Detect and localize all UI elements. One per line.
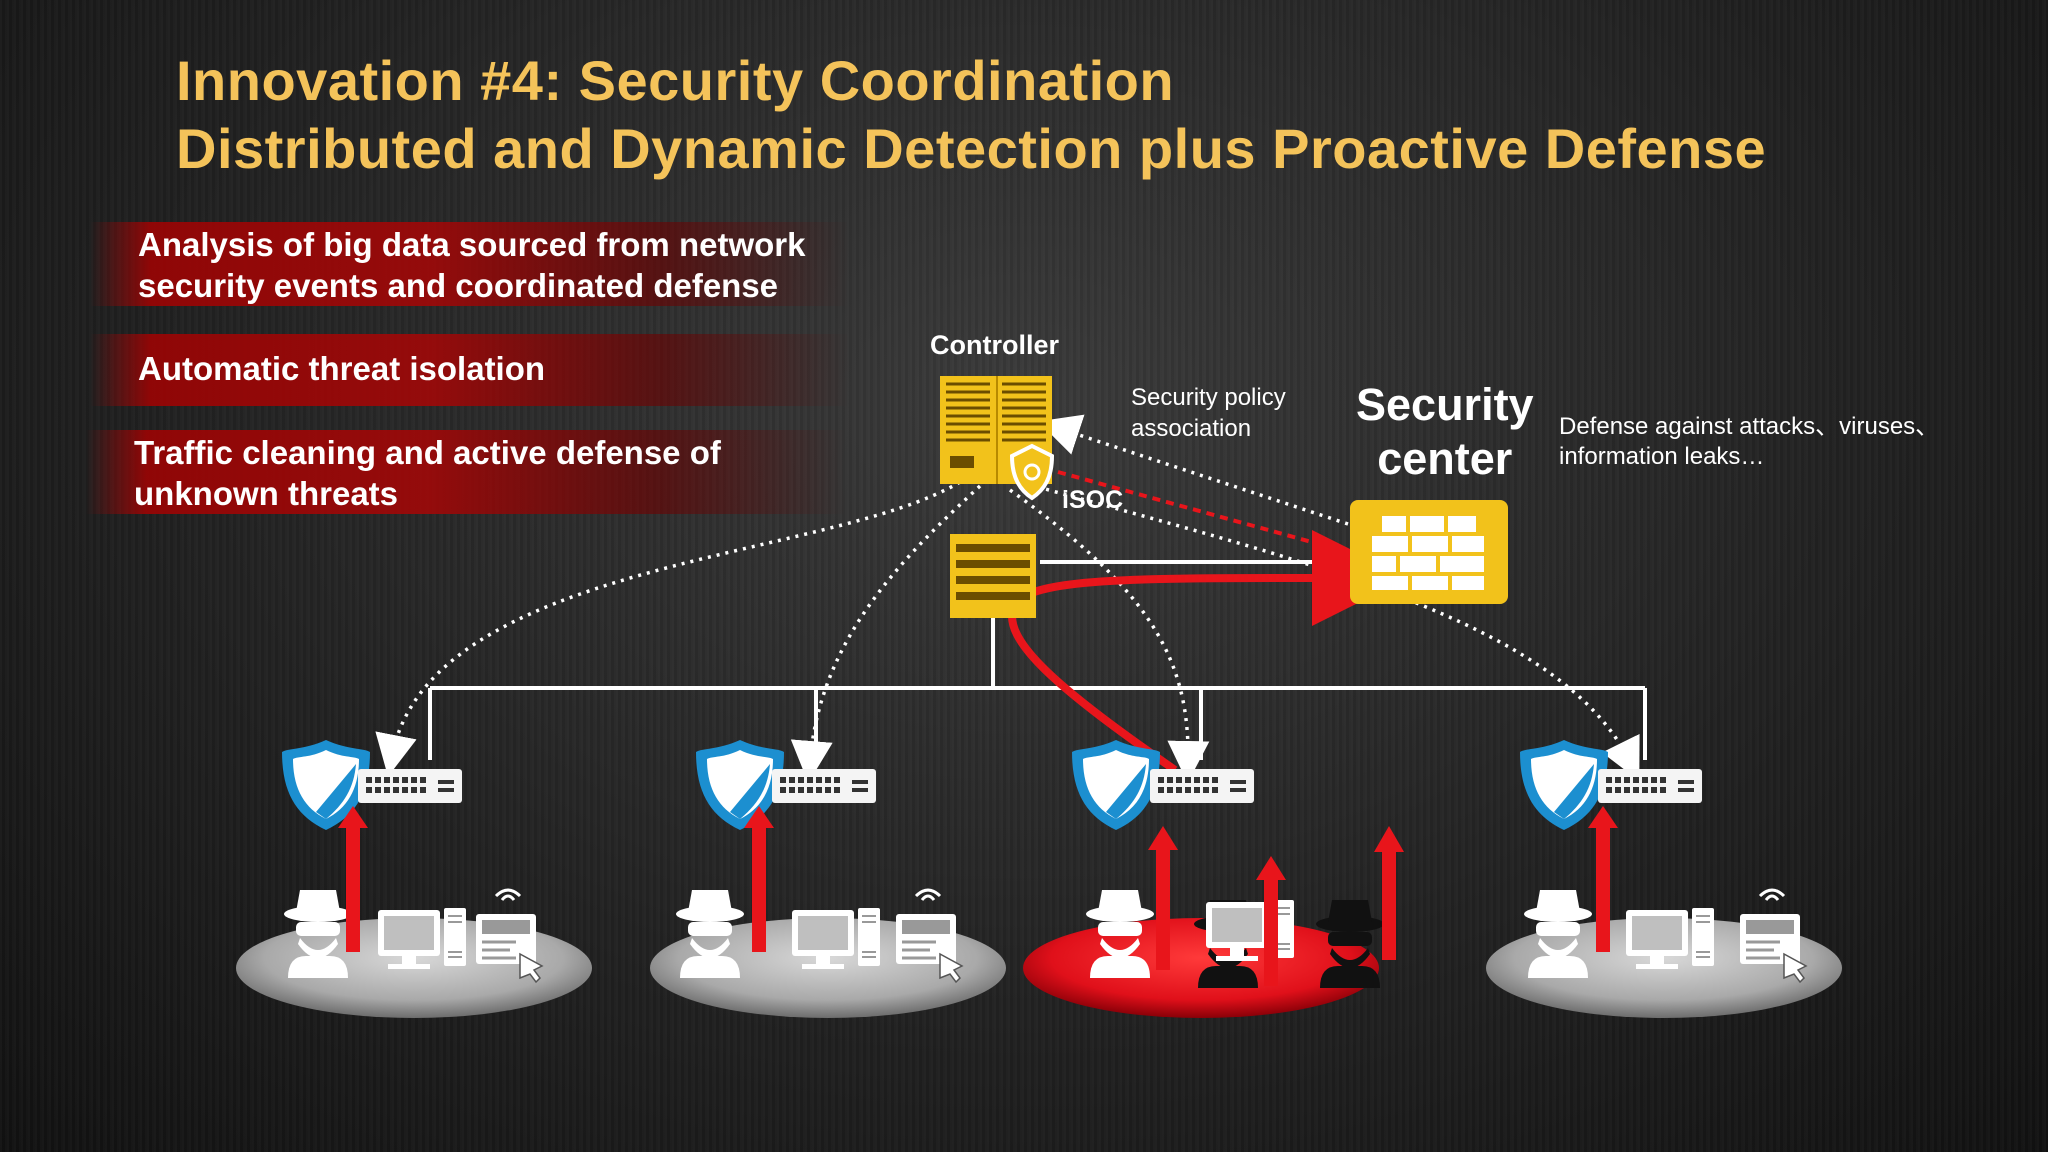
policy-line: association: [1131, 415, 1252, 442]
defense-line: information leaks…: [1559, 443, 1765, 470]
shield-icon: [696, 740, 784, 830]
security-center-label: Security center: [1356, 378, 1534, 486]
controller-label: Controller: [930, 330, 1060, 360]
security-policy-label: Security policy association: [1131, 382, 1286, 444]
switch-icon: [358, 769, 462, 803]
bullet-text-line: unknown threats: [134, 475, 399, 512]
isoc-label: iSOC: [1062, 486, 1124, 514]
slide-title: Innovation #4: Security Coordination: [176, 49, 1175, 112]
policy-line: Security policy: [1131, 384, 1286, 411]
shield-icon: [1072, 740, 1160, 830]
bullet-text-line: Traffic cleaning and active defense of: [134, 434, 721, 471]
bullet-traffic-cleaning: Traffic cleaning and active defense of u…: [86, 430, 846, 514]
bullet-big-data: Analysis of big data sourced from networ…: [90, 222, 850, 306]
core-switch-icon: [950, 534, 1036, 618]
defense-line: Defense against attacks、viruses、: [1559, 413, 1940, 440]
red-redirect-flow: [1008, 529, 1408, 774]
red-upload-arrow: [346, 824, 360, 952]
site-4: [1486, 740, 1842, 1018]
site-2: [650, 740, 1006, 1018]
security-center-firewall-icon: [1350, 500, 1508, 604]
policy-arrows: [375, 414, 1640, 783]
red-upload-arrows: [1148, 826, 1404, 986]
red-upload-arrow: [752, 824, 766, 952]
isoc-shield-icon: [1009, 443, 1055, 501]
switch-icon: [1598, 769, 1702, 803]
security-center-line: center: [1377, 433, 1513, 484]
site-3-attacked: [1023, 740, 1404, 1018]
shield-icon: [1520, 740, 1608, 830]
defense-description: Defense against attacks、viruses、 informa…: [1559, 412, 1939, 472]
site-platform-alert: [1023, 918, 1379, 1018]
slide-subtitle: Distributed and Dynamic Detection plus P…: [176, 117, 1767, 180]
bullet-text-line: Analysis of big data sourced from networ…: [138, 226, 806, 263]
red-upload-arrow: [1596, 824, 1610, 952]
bullet-text-line: security events and coordinated defense: [138, 267, 779, 304]
switch-icon: [772, 769, 876, 803]
switch-icon: [1150, 769, 1254, 803]
security-center-line: Security: [1356, 379, 1534, 430]
site-1: [236, 740, 592, 1018]
bullet-text-line: Automatic threat isolation: [138, 350, 546, 387]
bullet-threat-isolation: Automatic threat isolation: [90, 334, 850, 406]
